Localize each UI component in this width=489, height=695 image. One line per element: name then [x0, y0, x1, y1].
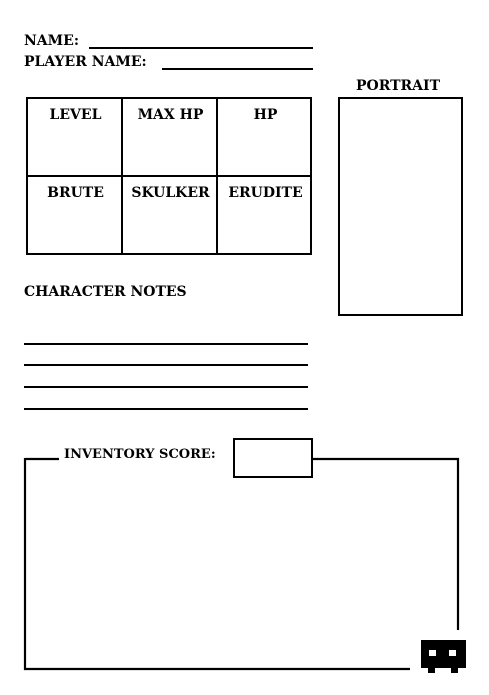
stat-label-level: LEVEL: [49, 107, 102, 123]
grid-divider: [28, 175, 310, 177]
notes-line[interactable]: [24, 364, 308, 366]
stat-cell-skulker[interactable]: SKULKER: [123, 177, 218, 255]
portrait-box[interactable]: [338, 97, 463, 316]
notes-line[interactable]: [24, 343, 308, 345]
stat-label-erudite: ERUDITE: [228, 185, 303, 201]
player-name-field[interactable]: [162, 68, 313, 70]
stat-label-hp: HP: [253, 107, 278, 123]
stat-cell-erudite[interactable]: ERUDITE: [218, 177, 313, 255]
stat-cell-level[interactable]: LEVEL: [28, 99, 123, 177]
stat-cell-max-hp[interactable]: MAX HP: [123, 99, 218, 177]
stat-label-skulker: SKULKER: [131, 185, 210, 201]
notes-line[interactable]: [24, 386, 308, 388]
stat-cell-brute[interactable]: BRUTE: [28, 177, 123, 255]
stat-label-max-hp: MAX HP: [137, 107, 204, 123]
notes-line[interactable]: [24, 408, 308, 410]
stat-cell-hp[interactable]: HP: [218, 99, 313, 177]
name-label: NAME:: [24, 33, 79, 49]
name-field[interactable]: [89, 47, 313, 49]
stats-grid: LEVEL MAX HP HP BRUTE SKULKER ERUDITE: [26, 97, 312, 255]
stat-label-brute: BRUTE: [47, 185, 104, 201]
player-name-label: PLAYER NAME:: [24, 54, 147, 70]
inventory-score-field[interactable]: [233, 438, 313, 478]
inventory-score-label: INVENTORY SCORE:: [64, 447, 216, 462]
character-notes-title: CHARACTER NOTES: [24, 284, 187, 300]
portrait-label: PORTRAIT: [356, 78, 440, 94]
